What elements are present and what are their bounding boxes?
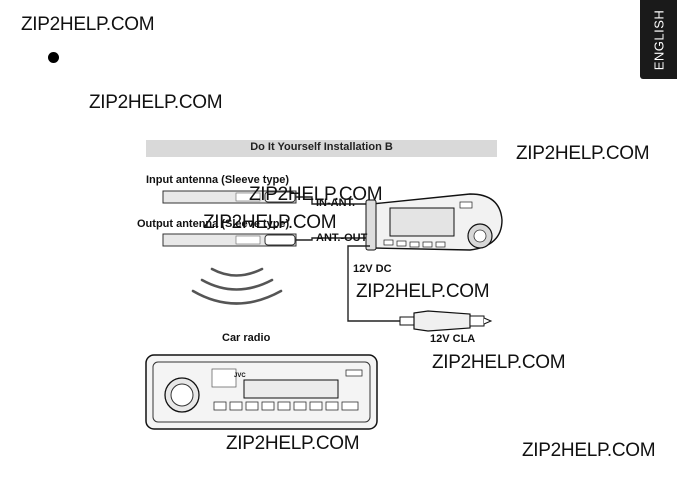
- output-antenna: [162, 233, 297, 247]
- watermark: ZIP2HELP.COM: [203, 212, 337, 233]
- diagram-title-bar: Do It Yourself Installation B: [146, 140, 497, 157]
- watermark: ZIP2HELP.COM: [89, 92, 223, 113]
- dc-label: 12V DC: [353, 263, 392, 275]
- radio-brand: JVC: [234, 373, 246, 379]
- watermark: ZIP2HELP.COM: [356, 281, 490, 302]
- watermark: ZIP2HELP.COM: [249, 184, 383, 205]
- ant-out-label: ANT.-OUT: [316, 232, 368, 244]
- input-antenna-label: Input antenna (Sleeve type): [146, 174, 290, 186]
- cla-label: 12V CLA: [430, 333, 476, 345]
- car-radio: JVC: [145, 354, 378, 430]
- antenna-cables: [296, 196, 366, 241]
- car-radio-label: Car radio: [222, 332, 271, 344]
- watermark: ZIP2HELP.COM: [516, 143, 650, 164]
- watermark: ZIP2HELP.COM: [522, 440, 656, 461]
- fm-transmitter-device: [365, 193, 503, 251]
- bullet-point: [48, 52, 59, 63]
- watermark: ZIP2HELP.COM: [432, 352, 566, 373]
- cla-plug: [399, 310, 493, 332]
- watermark: ZIP2HELP.COM: [226, 433, 360, 454]
- output-antenna-label: Output antenna (Sleeve type): [137, 218, 290, 230]
- watermark: ZIP2HELP.COM: [21, 14, 155, 35]
- language-tab: ENGLISH: [640, 0, 677, 79]
- radio-waves: [191, 267, 283, 305]
- in-ant-label: IN-ANT.: [316, 197, 356, 209]
- input-antenna: [162, 190, 297, 204]
- power-cable: [347, 245, 400, 322]
- diagram-title: Do It Yourself Installation B: [250, 141, 393, 153]
